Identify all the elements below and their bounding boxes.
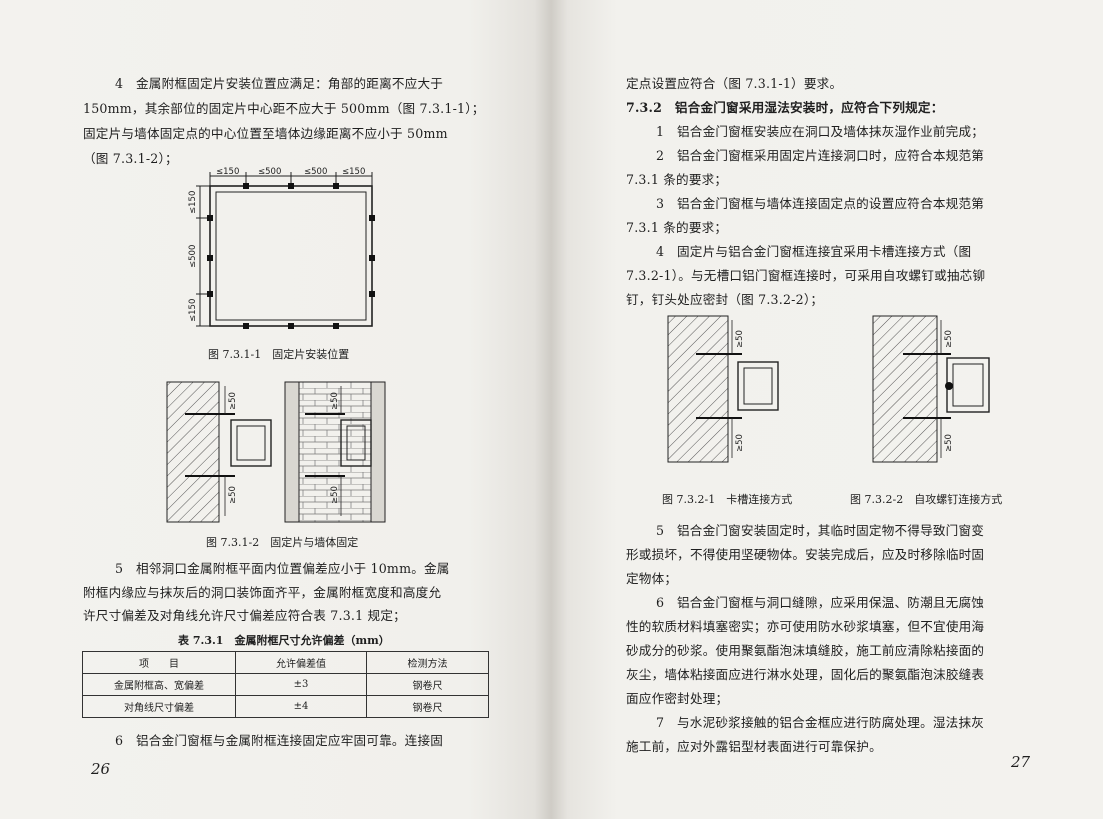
para5-line2: 附框内缘应与抹灰后的洞口装饰面齐平，金属附框宽度和高度允 (83, 585, 442, 600)
self-tapping-screw-icon (945, 382, 953, 390)
table-cell: 钢卷尺 (366, 673, 489, 696)
dim-fig2-1: ≥50 (228, 392, 238, 410)
table-cell: ±3 (235, 673, 367, 696)
dim-fig2-4: ≥50 (330, 486, 340, 504)
right-para-line-6: 砂成分的砂浆。使用聚氨酯泡沫填缝胶，施工前应清除粘接面的 (626, 643, 985, 658)
para4-line4: （图 7.3.1-2）； (83, 151, 178, 166)
figure-7-3-2-1: ≥50 ≥50 (667, 315, 779, 463)
fig3-caption: 图 7.3.2-1 卡槽连接方式 (662, 493, 793, 506)
dim-fig2-2: ≥50 (228, 486, 238, 504)
dim-fig3-2: ≥50 (735, 434, 745, 452)
right-line-8: 4 固定片与铝合金门窗框连接宜采用卡槽连接方式（图 (656, 244, 972, 259)
dim-side-2: ≤500 (188, 245, 198, 268)
right-line-6: 3 铝合金门窗框与墙体连接固定点的设置应符合本规范第 (656, 196, 985, 211)
dim-fig4-1: ≥50 (944, 330, 954, 348)
para6-line1: 6 铝合金门窗框与金属附框连接固定应牢固可靠。连接固 (115, 733, 444, 748)
dim-fig3-1: ≥50 (735, 330, 745, 348)
figure-7-3-1-2: ≥50 ≥50 ≥50 ≥50 (166, 381, 386, 523)
right-para-line-1: 5 铝合金门窗安装固定时，其临时固定物不得导致门窗变 (656, 523, 985, 538)
section-7-3-2-heading: 7.3.2 铝合金门窗采用湿法安装时，应符合下列规定： (626, 100, 944, 115)
table-cell: 钢卷尺 (366, 695, 489, 718)
dim-side-3: ≤150 (188, 299, 198, 322)
tolerance-table: 项 目 允许偏差值 检测方法 金属附框高、宽偏差 ±3 钢卷尺 对角线尺寸偏差 … (82, 651, 489, 718)
page-number-right: 27 (1011, 753, 1031, 771)
table-header: 允许偏差值 (235, 651, 367, 674)
table-cell: 金属附框高、宽偏差 (82, 673, 236, 696)
right-line-4: 2 铝合金门窗框采用固定片连接洞口时，应符合本规范第 (656, 148, 985, 163)
left-page: 4 金属附框固定片安装位置应满足：角部的距离不应大于 150mm，其余部位的固定… (0, 0, 551, 819)
right-para-line-10: 施工前，应对外露铝型材表面进行可靠保护。 (626, 739, 882, 754)
table-header: 检测方法 (366, 651, 489, 674)
dim-top-2: ≤500 (258, 167, 281, 177)
dim-fig4-2: ≥50 (944, 434, 954, 452)
right-para-line-2: 形或损坏，不得使用坚硬物体。安装完成后，应及时移除临时固 (626, 547, 985, 562)
para4-line3: 固定片与墙体固定点的中心位置至墙体边缘距离不应小于 50mm (83, 126, 448, 141)
right-para-line-9: 7 与水泥砂浆接触的铝合金框应进行防腐处理。湿法抹灰 (656, 715, 985, 730)
figure-7-3-2-2: ≥50 ≥50 (872, 315, 990, 463)
dim-top-4: ≤150 (342, 167, 365, 177)
dim-top-3: ≤500 (304, 167, 327, 177)
page-number-left: 26 (91, 760, 111, 778)
table-row: 对角线尺寸偏差 ±4 钢卷尺 (82, 695, 489, 718)
dim-fig2-3: ≥50 (330, 392, 340, 410)
right-line-3: 1 铝合金门窗框安装应在洞口及墙体抹灰湿作业前完成； (656, 124, 985, 139)
dim-side-1: ≤150 (188, 191, 198, 214)
table-header-row: 项 目 允许偏差值 检测方法 (82, 651, 489, 674)
para4-line1: 4 金属附框固定片安装位置应满足：角部的距离不应大于 (115, 76, 444, 91)
right-page: 定点设置应符合（图 7.3.1-1）要求。 7.3.2 铝合金门窗采用湿法安装时… (551, 0, 1103, 819)
right-para-line-5: 性的软质材料填塞密实；亦可使用防水砂浆填塞，但不宜使用海 (626, 619, 985, 634)
right-line-10: 钉，钉头处应密封（图 7.3.2-2）； (626, 292, 824, 307)
figure-7-3-1-1: ≤150 ≤500 ≤500 ≤150 ≤150 ≤500 ≤150 (188, 167, 375, 329)
para5-line1: 5 相邻洞口金属附框平面内位置偏差应小于 10mm。金属 (115, 561, 450, 576)
dim-top-1: ≤150 (216, 167, 239, 177)
para4-line2: 150mm，其余部位的固定片中心距不应大于 500mm（图 7.3.1-1）； (83, 101, 485, 116)
right-line-7: 7.3.1 条的要求； (626, 220, 728, 235)
table-title: 表 7.3.1 金属附框尺寸允许偏差（mm） (178, 634, 390, 647)
table-cell: 对角线尺寸偏差 (82, 695, 236, 718)
table-header: 项 目 (82, 651, 236, 674)
fig1-caption: 图 7.3.1-1 固定片安装位置 (208, 348, 350, 361)
right-line-1: 定点设置应符合（图 7.3.1-1）要求。 (626, 76, 843, 91)
right-para-line-7: 灰尘，墙体粘接面应进行淋水处理，固化后的聚氨酯泡沫胶缝表 (626, 667, 985, 682)
table-row: 金属附框高、宽偏差 ±3 钢卷尺 (82, 673, 489, 696)
right-line-9: 7.3.2-1）。与无槽口铝门窗框连接时，可采用自攻螺钉或抽芯铆 (626, 268, 986, 283)
right-para-line-8: 面应作密封处理； (626, 691, 729, 706)
right-line-5: 7.3.1 条的要求； (626, 172, 728, 187)
right-para-line-4: 6 铝合金门窗框与洞口缝隙，应采用保温、防潮且无腐蚀 (656, 595, 985, 610)
para5-line3: 许尺寸偏差及对角线允许尺寸偏差应符合表 7.3.1 规定； (83, 608, 406, 623)
table-cell: ±4 (235, 695, 367, 718)
fig2-caption: 图 7.3.1-2 固定片与墙体固定 (206, 536, 359, 549)
fig4-caption: 图 7.3.2-2 自攻螺钉连接方式 (850, 493, 1003, 506)
right-para-line-3: 定物体； (626, 571, 678, 586)
